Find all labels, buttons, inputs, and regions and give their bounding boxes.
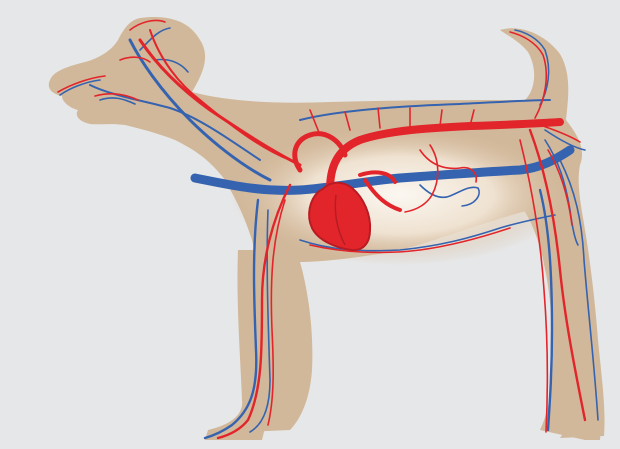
chest-highlight: [230, 125, 570, 265]
